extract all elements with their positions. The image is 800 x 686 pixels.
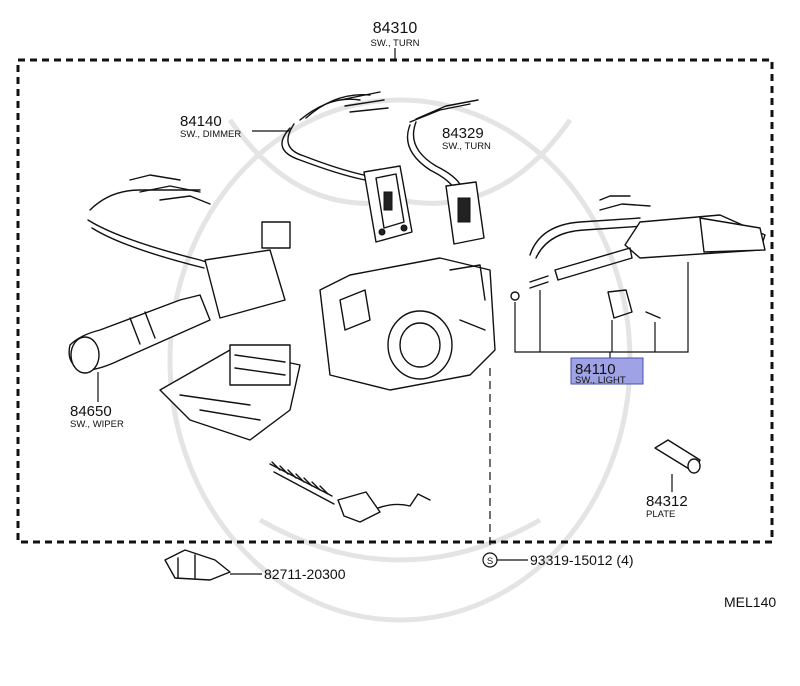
wiper-part-name: SW., WIPER: [70, 419, 124, 430]
turn-part-name: SW., TURN: [442, 141, 491, 152]
wiper-switch-drawing[interactable]: [68, 174, 291, 374]
turn-part-number[interactable]: 84329: [442, 125, 484, 142]
lower-switch-bracket[interactable]: [159, 344, 301, 441]
wiper-part-number[interactable]: 84650: [70, 403, 112, 420]
light-part-number[interactable]: 84110: [575, 361, 616, 378]
light-switch-drawing[interactable]: [510, 195, 766, 319]
screw-symbol: S: [487, 556, 493, 567]
dimmer-part-name: SW., DIMMER: [180, 129, 241, 140]
assembly-part-name: SW., TURN: [371, 38, 420, 49]
light-part-highlight: [570, 357, 644, 385]
clip-part-drawing[interactable]: [164, 549, 231, 581]
plate-part-drawing[interactable]: [654, 439, 701, 474]
plate-part-number[interactable]: 84312: [646, 493, 688, 510]
assembly-part-number[interactable]: 84310: [373, 20, 418, 37]
light-part-name: SW., LIGHT: [575, 375, 626, 386]
spring-part[interactable]: [269, 461, 335, 505]
clip-part-number[interactable]: 82711-20300: [264, 566, 346, 582]
small-connector-part[interactable]: [337, 491, 431, 523]
turn-switch-drawing[interactable]: [406, 99, 485, 245]
dimmer-switch-drawing[interactable]: [281, 91, 413, 243]
diagram-code: MEL140: [724, 594, 776, 610]
switch-body-housing[interactable]: [319, 257, 496, 391]
dimmer-part-number[interactable]: 84140: [180, 113, 222, 130]
screw-part-number[interactable]: 93319-15012 (4): [530, 552, 634, 568]
plate-part-name: PLATE: [646, 509, 675, 520]
